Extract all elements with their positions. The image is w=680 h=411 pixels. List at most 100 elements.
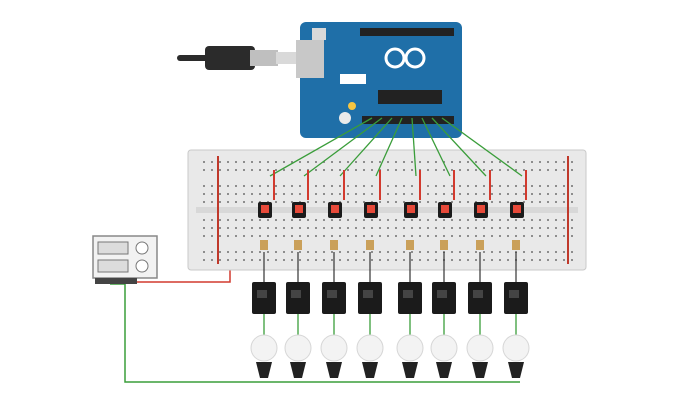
breadboard-hole [555, 235, 557, 237]
breadboard-hole [531, 185, 533, 187]
breadboard-hole [275, 185, 277, 187]
breadboard-hole [219, 235, 221, 237]
breadboard-hole [387, 251, 389, 253]
breadboard-hole [259, 169, 261, 171]
breadboard-hole [299, 259, 301, 261]
breadboard-hole [267, 259, 269, 261]
breadboard-hole [323, 161, 325, 163]
breadboard-hole [515, 235, 517, 237]
breadboard-hole [563, 185, 565, 187]
breadboard-hole [491, 235, 493, 237]
breadboard-hole [419, 161, 421, 163]
breadboard-hole [499, 259, 501, 261]
breadboard-hole [355, 185, 357, 187]
breadboard-hole [395, 169, 397, 171]
breadboard-hole [347, 219, 349, 221]
breadboard-hole [355, 161, 357, 163]
breadboard-hole [427, 169, 429, 171]
lamp-bulb [466, 334, 494, 362]
breadboard-hole [571, 259, 573, 261]
breadboard-hole [563, 259, 565, 261]
transistor-led [513, 205, 521, 213]
breadboard-hole [347, 161, 349, 163]
breadboard-hole [539, 161, 541, 163]
breadboard-hole [523, 201, 525, 203]
breadboard-hole [531, 193, 533, 195]
lamp-socket [402, 362, 418, 378]
breadboard-hole [411, 185, 413, 187]
breadboard-hole [291, 251, 293, 253]
breadboard-hole [451, 201, 453, 203]
breadboard-hole [267, 251, 269, 253]
breadboard-hole [403, 169, 405, 171]
breadboard-hole [403, 259, 405, 261]
breadboard-hole [355, 227, 357, 229]
breadboard-hole [379, 259, 381, 261]
breadboard-hole [283, 227, 285, 229]
breadboard-hole [355, 193, 357, 195]
breadboard-hole [403, 185, 405, 187]
breadboard-hole [539, 251, 541, 253]
relay-label-plate [403, 290, 413, 298]
breadboard-hole [507, 201, 509, 203]
breadboard-hole [451, 185, 453, 187]
breadboard-hole [547, 235, 549, 237]
transistor-led [407, 205, 415, 213]
breadboard-hole [299, 169, 301, 171]
breadboard-hole [419, 227, 421, 229]
breadboard-holes [203, 161, 573, 261]
breadboard-hole [387, 235, 389, 237]
breadboard-hole [555, 169, 557, 171]
breadboard-hole [267, 185, 269, 187]
breadboard-hole [515, 161, 517, 163]
breadboard-hole [283, 185, 285, 187]
breadboard-hole [299, 161, 301, 163]
breadboard-hole [499, 161, 501, 163]
breadboard-hole [427, 185, 429, 187]
breadboard-hole [363, 251, 365, 253]
lamp-bulb [396, 334, 424, 362]
breadboard-hole [571, 193, 573, 195]
signal-wire [339, 117, 393, 177]
breadboard-hole [563, 161, 565, 163]
breadboard-hole [483, 169, 485, 171]
breadboard-hole [315, 169, 317, 171]
breadboard-hole [491, 185, 493, 187]
breadboard-hole [411, 235, 413, 237]
breadboard-hole [515, 169, 517, 171]
breadboard-hole [483, 259, 485, 261]
signal-wire [431, 117, 487, 177]
breadboard-hole [227, 259, 229, 261]
breadboard-hole [443, 227, 445, 229]
breadboard-hole [291, 201, 293, 203]
lamp-socket [472, 362, 488, 378]
breadboard-hole [395, 185, 397, 187]
breadboard-hole [443, 193, 445, 195]
breadboard-hole [299, 219, 301, 221]
breadboard-hole [227, 251, 229, 253]
transistor-led [441, 205, 449, 213]
breadboard-hole [563, 219, 565, 221]
lamp-bulb [356, 334, 384, 362]
breadboard-hole [211, 227, 213, 229]
signal-wire [421, 117, 451, 177]
breadboard-hole [475, 193, 477, 195]
breadboard-hole [315, 259, 317, 261]
breadboard-hole [275, 193, 277, 195]
breadboard-hole [491, 227, 493, 229]
breadboard-hole [291, 185, 293, 187]
breadboard-hole [323, 185, 325, 187]
breadboard-hole [203, 185, 205, 187]
breadboard-hole [211, 185, 213, 187]
breadboard-hole [203, 235, 205, 237]
relay-label-plate [257, 290, 267, 298]
breadboard-hole [443, 219, 445, 221]
power-supply-module [92, 235, 158, 284]
breadboard-hole [243, 259, 245, 261]
breadboard-hole [315, 219, 317, 221]
breadboard-hole [291, 219, 293, 221]
breadboard-hole [235, 235, 237, 237]
breadboard-hole [387, 193, 389, 195]
breadboard-hole [371, 259, 373, 261]
